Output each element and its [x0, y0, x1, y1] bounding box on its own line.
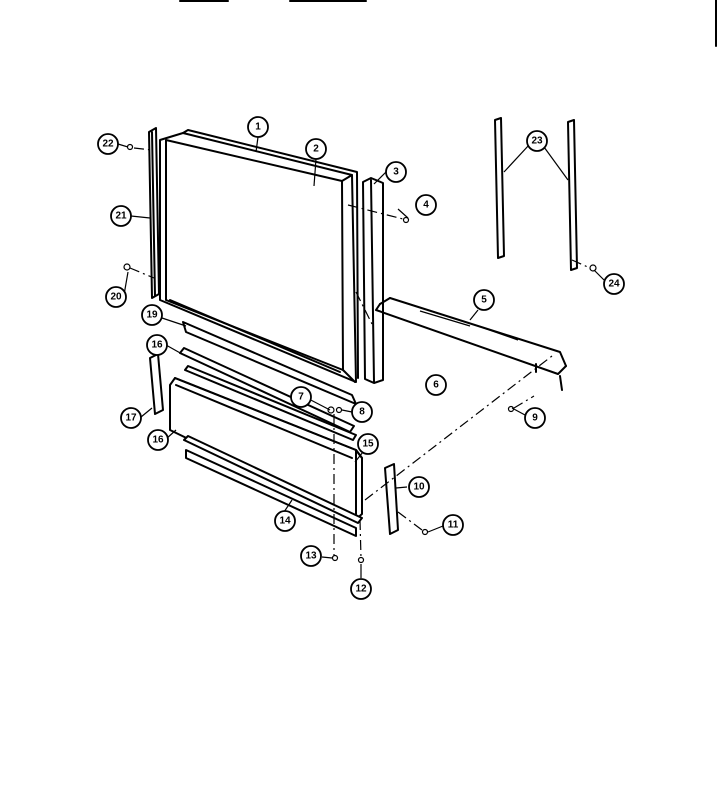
callout-5: 5 — [473, 289, 495, 311]
svg-text:24: 24 — [608, 279, 620, 290]
svg-text:19: 19 — [146, 310, 158, 321]
svg-text:13: 13 — [305, 551, 317, 562]
callout-12: 12 — [350, 578, 372, 600]
svg-text:16: 16 — [152, 435, 164, 446]
kick-top-rail — [179, 347, 357, 441]
callout-19: 19 — [141, 304, 163, 326]
svg-text:1: 1 — [255, 122, 261, 133]
svg-text:20: 20 — [110, 292, 122, 303]
svg-text:9: 9 — [532, 413, 538, 424]
door-panel — [159, 129, 359, 383]
callout-23: 23 — [526, 130, 548, 152]
kick-panel — [169, 377, 363, 521]
base-frame — [375, 297, 567, 391]
svg-text:15: 15 — [362, 439, 374, 450]
svg-text:14: 14 — [279, 516, 291, 527]
callout-17: 17 — [120, 407, 142, 429]
callout-22: 22 — [97, 133, 119, 155]
svg-text:3: 3 — [393, 167, 399, 178]
callout-4: 4 — [415, 194, 437, 216]
hardware-pieces — [123, 143, 597, 564]
svg-text:21: 21 — [115, 211, 127, 222]
svg-text:5: 5 — [481, 295, 487, 306]
svg-text:2: 2 — [313, 144, 319, 155]
svg-text:23: 23 — [531, 136, 543, 147]
callout-leaders — [117, 136, 605, 578]
callout-13: 13 — [300, 545, 322, 567]
right-bracket — [384, 463, 399, 535]
left-bracket — [149, 353, 164, 415]
svg-text:22: 22 — [102, 139, 114, 150]
svg-text:10: 10 — [413, 482, 425, 493]
callout-24: 24 — [603, 273, 625, 295]
svg-text:12: 12 — [355, 584, 367, 595]
callout-14: 14 — [274, 510, 296, 532]
callout-8: 8 — [351, 401, 373, 423]
callout-21: 21 — [110, 205, 132, 227]
callout-3: 3 — [385, 161, 407, 183]
callout-6: 6 — [425, 374, 447, 396]
callout-16-upper: 16 — [146, 334, 168, 356]
kick-bottom-rail — [183, 435, 363, 537]
svg-text:16: 16 — [151, 340, 163, 351]
svg-text:8: 8 — [359, 407, 365, 418]
top-scan-marks — [179, 0, 717, 47]
upper-rails — [494, 117, 578, 271]
svg-text:17: 17 — [125, 413, 137, 424]
callout-10: 10 — [408, 476, 430, 498]
callout-16-lower: 16 — [147, 429, 169, 451]
callout-20: 20 — [105, 286, 127, 308]
callout-2: 2 — [305, 138, 327, 160]
right-side-strip — [362, 177, 384, 384]
svg-text:6: 6 — [433, 380, 439, 391]
callout-15: 15 — [357, 433, 379, 455]
svg-text:4: 4 — [423, 200, 429, 211]
callout-1: 1 — [247, 116, 269, 138]
svg-text:7: 7 — [298, 392, 304, 403]
assembly-centerlines — [129, 147, 591, 559]
left-side-strip — [148, 127, 160, 299]
callout-11: 11 — [442, 514, 464, 536]
callout-7: 7 — [290, 386, 312, 408]
callout-9: 9 — [524, 407, 546, 429]
svg-text:11: 11 — [448, 520, 459, 531]
